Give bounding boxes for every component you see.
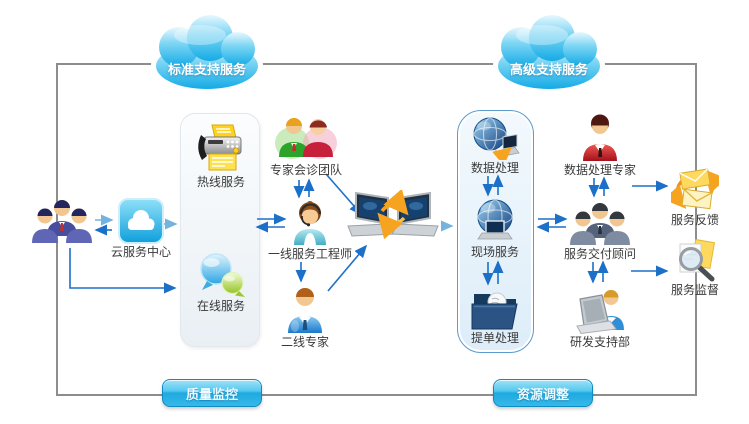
consultant-team-icon [569, 200, 631, 246]
node-label: 数据处理 [470, 161, 519, 175]
node-customers [30, 196, 94, 244]
node-second-line-expert: 二线专家 [273, 284, 337, 350]
node-hotline: 热线服务 [186, 122, 256, 190]
cloud-advanced-support: 高级支持服务 [484, 8, 614, 94]
red-expert-icon [577, 112, 623, 162]
globe-sync-icon [469, 114, 521, 166]
globe-laptop-icon [469, 198, 521, 244]
cloud-service-icon [118, 198, 164, 244]
folder-document-icon [470, 288, 520, 330]
node-label: 研发支持部 [569, 335, 630, 349]
node-online: 在线服务 [186, 252, 256, 314]
node-label: 提单处理 [470, 331, 519, 345]
tag-quality-monitoring: 质量监控 [162, 379, 262, 407]
chat-bubbles-icon [196, 252, 246, 298]
cloud-shape-icon [151, 9, 263, 92]
node-frontline-engineer: 一线服务工程师 [263, 200, 357, 262]
cloud-shape-icon [493, 9, 605, 92]
blue-expert-icon [280, 284, 330, 334]
node-delivery-consultant: 服务交付顾问 [556, 200, 644, 262]
node-service-supervision: 服务监督 [666, 238, 724, 298]
tag-label: 质量监控 [185, 386, 238, 402]
headset-engineer-icon [287, 200, 333, 246]
node-label: 数据处理专家 [563, 163, 636, 177]
developer-laptop-icon [572, 286, 628, 335]
node-label: 云服务中心 [110, 245, 171, 259]
tag-resource-adjustment: 资源调整 [493, 379, 593, 407]
expert-team-icon [274, 112, 338, 162]
node-expert-team: 专家会诊团队 [261, 112, 351, 178]
cloud-standard-support: 标准支持服务 [142, 8, 272, 94]
node-label: 热线服务 [196, 175, 245, 189]
node-label: 现场服务 [470, 245, 519, 259]
magnifier-documents-icon [672, 238, 718, 282]
tag-label: 资源调整 [516, 386, 569, 402]
customer-group-icon [31, 196, 93, 244]
node-label: 专家会诊团队 [269, 163, 342, 177]
mail-exchange-icon [663, 166, 727, 212]
node-ticket-processing: 提单处理 [459, 288, 531, 346]
laptop-exchange-icon [346, 188, 440, 246]
cloud-label: 高级支持服务 [509, 62, 588, 77]
node-cloud-center: 云服务中心 [104, 198, 178, 260]
node-label: 二线专家 [280, 335, 329, 349]
node-field-service: 现场服务 [459, 198, 531, 260]
node-label: 在线服务 [196, 299, 245, 313]
node-rd-support: 研发支持部 [557, 286, 643, 350]
node-label: 服务反馈 [670, 213, 719, 227]
node-data-expert: 数据处理专家 [558, 112, 642, 178]
node-label: 服务交付顾问 [563, 247, 636, 261]
fax-icon [195, 122, 247, 174]
node-laptop-exchange [346, 188, 440, 246]
node-service-feedback: 服务反馈 [663, 166, 727, 228]
node-data-processing: 数据处理 [459, 114, 531, 176]
cloud-label: 标准支持服务 [167, 62, 246, 77]
node-label: 一线服务工程师 [267, 247, 352, 261]
node-label: 服务监督 [670, 283, 719, 297]
